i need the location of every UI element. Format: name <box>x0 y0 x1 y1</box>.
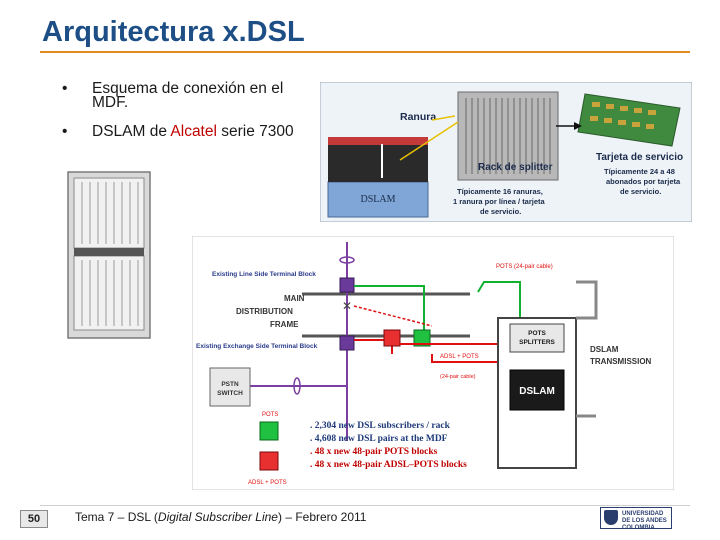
dslam-box <box>327 181 429 218</box>
page-title: Arquitectura x.DSL <box>42 16 305 48</box>
slots-note-line: de servicio. <box>480 207 521 216</box>
mdf-label: MAIN <box>284 294 305 303</box>
line-side-block <box>339 277 355 293</box>
bullet-text: DSLAM de Alcatel serie 7300 <box>92 123 302 140</box>
line-side-label: Existing Line Side Terminal Block <box>212 271 316 278</box>
bullet-text-vendor: Alcatel <box>170 123 217 140</box>
dslam-unit <box>509 369 565 411</box>
footer-divider <box>40 505 690 506</box>
dslam-transmission-label: DSLAM <box>590 345 619 354</box>
mdf-label: FRAME <box>270 320 299 329</box>
logo-line: DE LOS ANDES <box>622 518 667 524</box>
dslam-cabinet-image <box>67 171 151 339</box>
crest-icon <box>604 510 618 525</box>
svg-text:✕: ✕ <box>342 299 352 313</box>
stats-line: . 2,304 new DSL subscribers / rack <box>310 421 451 431</box>
bullet-text-part: serie 7300 <box>216 123 294 140</box>
pots-cable-label: POTS (24-pair cable) <box>496 264 553 270</box>
footer-text-part: ) – Febrero 2011 <box>277 510 367 524</box>
bullet-text: Esquema de conexión en el MDF. <box>92 80 284 111</box>
title-divider <box>40 51 690 53</box>
pots-block <box>413 329 431 347</box>
mdf-label: DISTRIBUTION <box>236 307 293 316</box>
mdf-connection-diagram: ✕ POTS SPLITTERS DSLAM Existing Line Sid… <box>192 236 674 490</box>
pots-splitters-label: SPLITTERS <box>519 339 555 346</box>
adsl-pots-cable-note: (24-pair cable) <box>440 374 476 380</box>
stats-line: . 4,608 new DSL pairs at the MDF <box>310 434 448 444</box>
logo-line: COLOMBIA <box>622 525 655 531</box>
bullet-item-1: • Esquema de conexión en el MDF. <box>62 80 312 112</box>
dslam-rack-figure: DSLAM Ranura Rack de splitter Típicament… <box>320 82 692 222</box>
pstn-switch <box>209 367 251 407</box>
footer-text: Tema 7 – DSL (Digital Subscriber Line) –… <box>75 510 366 524</box>
card-note-line: Típicamente 24 a 48 <box>604 167 675 176</box>
pots-splitters-box <box>509 323 565 353</box>
rack-label: Rack de splitter <box>478 162 553 173</box>
ranura-label: Ranura <box>400 111 436 123</box>
university-logo: UNIVERSIDAD DE LOS ANDES COLOMBIA <box>600 507 672 531</box>
legend-pots-swatch <box>259 421 279 441</box>
bullet-text-part: DSLAM de <box>92 123 171 140</box>
dslam-transmission-label: TRANSMISSION <box>590 357 652 366</box>
card-note-line: abonados por tarjeta <box>606 177 681 186</box>
legend-pots-label: POTS <box>262 412 278 418</box>
cable-loop <box>339 256 355 264</box>
adsl-pots-block <box>383 329 401 347</box>
adsl-pots-cable-label: ADSL + POTS <box>440 354 479 360</box>
page-number: 50 <box>20 510 48 528</box>
dslam-unit-label: DSLAM <box>519 386 555 397</box>
legend-adsl-pots-label: ADSL + POTS <box>248 480 287 486</box>
logo-line: UNIVERSIDAD <box>622 511 664 517</box>
card-label: Tarjeta de servicio <box>596 152 683 163</box>
service-card-image <box>577 93 681 147</box>
bullet-item-2: • DSLAM de Alcatel serie 7300 <box>62 123 312 155</box>
stats-line: . 48 x new 48-pair ADSL–POTS blocks <box>310 460 467 470</box>
slots-note-line: Típicamente 16 ranuras, <box>457 187 543 196</box>
slots-note-line: 1 ranura por línea / tarjeta <box>453 197 546 206</box>
pots-splitters-label: POTS <box>528 330 546 337</box>
footer-text-part: Tema 7 – DSL ( <box>75 510 158 524</box>
stats-line: . 48 x new 48-pair POTS blocks <box>310 447 438 457</box>
card-note-line: de servicio. <box>620 187 661 196</box>
pstn-switch-label: SWITCH <box>217 390 243 397</box>
pstn-switch-label: PSTN <box>221 381 239 388</box>
dslam-box-label: DSLAM <box>360 194 395 205</box>
bullet-marker: • <box>62 80 68 97</box>
legend-adsl-pots-swatch <box>259 451 279 471</box>
exchange-side-label: Existing Exchange Side Terminal Block <box>196 343 318 350</box>
exchange-side-block <box>339 335 355 351</box>
footer-text-italic: Digital Subscriber Line <box>157 510 278 524</box>
bullet-marker: • <box>62 123 68 140</box>
